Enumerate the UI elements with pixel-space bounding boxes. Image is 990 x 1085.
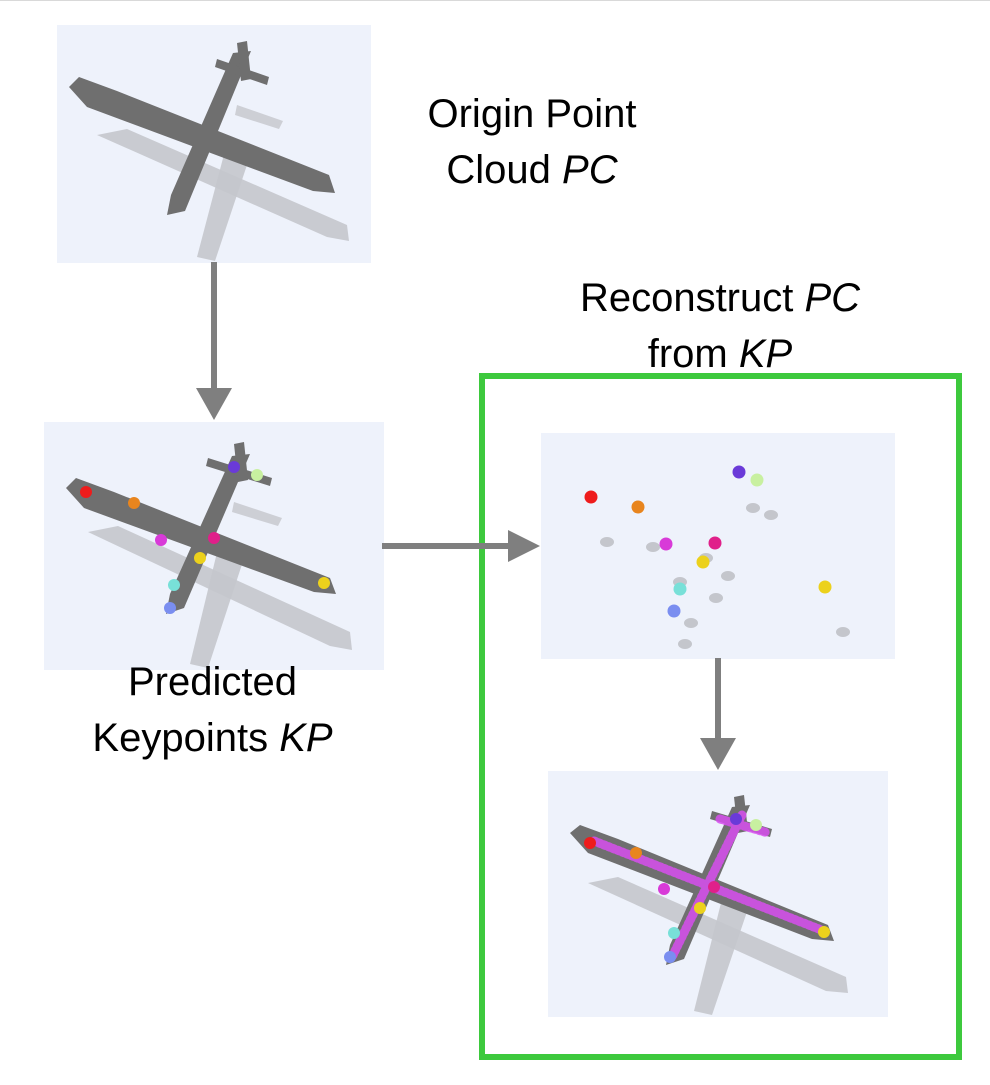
predicted-keypoints-label: Predicted Keypoints KP [40, 654, 385, 766]
keypoint-yellow-center [696, 555, 710, 569]
recon-label-text: Reconstruct [579, 276, 805, 320]
pc-symbol: PC [804, 276, 861, 320]
airplane-with-keypoints [66, 442, 352, 668]
pred-label-text: Keypoints [92, 716, 280, 760]
arrow-down-origin-to-keypoints [196, 262, 232, 420]
keypoints-with-shadows [584, 465, 850, 649]
keypoints-only-image [541, 433, 895, 659]
keypoint-blue [164, 602, 176, 614]
origin-point-cloud-label: Origin Point Cloud PC [382, 86, 682, 198]
keypoints [584, 465, 832, 618]
keypoint-purple-magenta [659, 537, 673, 551]
airplane-body [66, 442, 336, 614]
keypoint-yellow-center [694, 902, 706, 914]
keypoint-magenta [708, 536, 722, 550]
keypoint-light-green [251, 469, 263, 481]
recon-label-line2: from KP [520, 326, 920, 382]
keypoint-cyan [668, 927, 680, 939]
keypoint-yellow-center [194, 552, 206, 564]
pc-symbol: PC [562, 148, 618, 192]
keypoint-violet [732, 465, 746, 479]
keypoints [584, 813, 830, 963]
airplane-shadow [97, 105, 349, 261]
keypoint-yellow-wingtip [818, 580, 832, 594]
keypoint-purple-magenta [658, 883, 670, 895]
keypoint-orange [631, 500, 645, 514]
origin-label-line2: Cloud PC [382, 142, 682, 198]
keypoint-violet [730, 813, 742, 825]
pred-label-line2: Keypoints KP [40, 710, 385, 766]
keypoint-orange [630, 847, 642, 859]
keypoint-light-green [750, 819, 762, 831]
recon-label-from: from [647, 332, 739, 376]
keypoint-magenta [208, 532, 220, 544]
keypoint-magenta [708, 881, 720, 893]
keypoint-red [584, 490, 598, 504]
keypoint-cyan [168, 579, 180, 591]
top-divider [0, 0, 990, 1]
keypoint-red [80, 486, 92, 498]
origin-point-cloud-image [57, 25, 371, 263]
reconstruction-highlight-frame [479, 373, 962, 1060]
reconstructed-point-cloud-image [548, 771, 888, 1017]
airplane-shadow [588, 877, 848, 1015]
reconstruct-label: Reconstruct PC from KP [520, 270, 920, 382]
keypoint-blue [664, 951, 676, 963]
kp-symbol: KP [738, 332, 793, 376]
origin-label-text: Cloud [446, 148, 563, 192]
keypoint-purple-magenta [155, 534, 167, 546]
keypoint-yellow-wingtip [818, 926, 830, 938]
airplane-shadow [88, 502, 352, 668]
keypoint-cyan [673, 582, 687, 596]
predicted-keypoints-image [44, 422, 384, 670]
keypoint-violet [228, 461, 240, 473]
keypoint-light-green [750, 473, 764, 487]
airplane-body [69, 41, 335, 215]
keypoint-blue [667, 604, 681, 618]
origin-label-line1: Origin Point [427, 92, 637, 136]
recon-label-line1: Reconstruct PC [520, 270, 920, 326]
keypoint-red [584, 837, 596, 849]
airplane-point-cloud [69, 41, 349, 261]
kp-symbol: KP [279, 716, 333, 760]
keypoint-yellow-wingtip [318, 577, 330, 589]
keypoint-orange [128, 497, 140, 509]
reconstruction-overlay [570, 795, 848, 1015]
pred-label-line1: Predicted [128, 660, 297, 704]
keypoints [80, 461, 330, 614]
